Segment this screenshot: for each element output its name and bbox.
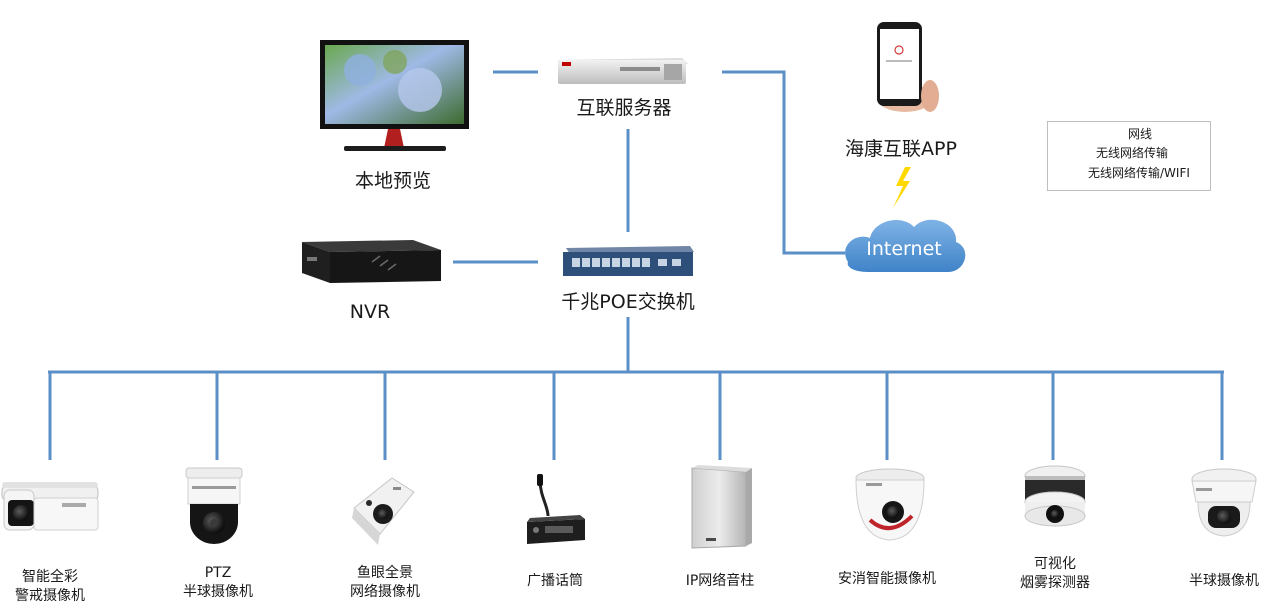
smartphone-icon [877,22,939,112]
device-label-line: PTZ [204,565,232,581]
switch-icon [563,246,694,276]
app-label: 海康互联APP [845,138,957,160]
internet-label: Internet [866,238,942,260]
legend: 网线 无线网络传输 无线网络传输/WIFI [1047,121,1211,191]
cloud-icon [845,219,966,272]
local-preview-label: 本地预览 [354,170,431,192]
device-label-7: 可视化 烟雾探测器 [1005,555,1105,593]
device-label-4: 广播话筒 [527,573,583,589]
legend-wireless-label: 无线网络传输 [1096,146,1169,160]
device-label-line: 警戒摄像机 [15,588,85,604]
legend-wired-label: 网线 [1128,127,1153,141]
monitor-icon [320,40,469,151]
server-icon [558,58,688,84]
device-label-line: 智能全彩 [22,569,78,585]
line-server-internet [722,70,845,255]
fisheye-camera-icon [352,477,415,545]
bullet-camera-icon [1,482,99,531]
switch-label: 千兆POE交换机 [561,291,695,313]
speaker-column-icon [691,465,752,549]
device-label-line: 烟雾探测器 [1020,575,1090,591]
dome-camera-icon [855,468,925,541]
connection-lines [48,70,1224,460]
turret-camera-icon [1191,468,1257,537]
microphone-icon [527,474,585,544]
device-label-line: 可视化 [1034,556,1076,572]
device-label-line: 半球摄像机 [183,584,253,600]
device-label-line: 鱼眼全景 [357,565,413,581]
ptz-dome-icon [185,467,243,544]
device-label-5: IP网络音柱 [685,573,755,589]
device-label-6: 安消智能摄像机 [838,571,936,587]
lightning-icon [893,167,911,208]
nvr-label: NVR [349,301,391,323]
device-label-line: 网络摄像机 [350,584,420,600]
smoke-detector-icon [1024,465,1086,527]
nvr-icon [302,240,441,283]
server-label: 互联服务器 [576,97,672,119]
device-label-2: PTZ 半球摄像机 [168,564,268,602]
device-label-3: 鱼眼全景 网络摄像机 [335,564,435,602]
device-label-1: 智能全彩 警戒摄像机 [0,568,100,606]
device-label-8: 半球摄像机 [1189,573,1259,589]
legend-wifi-label: 无线网络传输/WIFI [1088,166,1190,180]
